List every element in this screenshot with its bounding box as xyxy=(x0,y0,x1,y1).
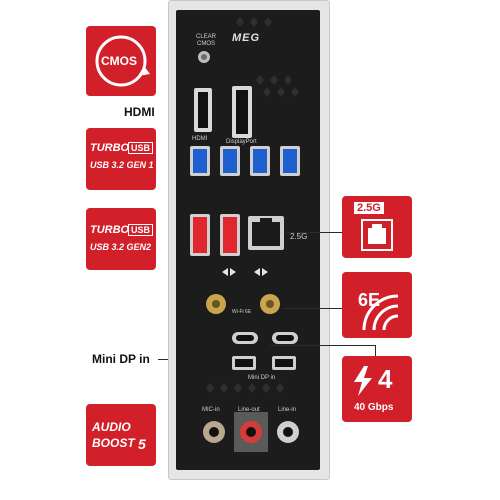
audio-text: AUDIO xyxy=(92,420,131,434)
io-panel: MEG CLEAR CMOS HDMI DisplayPort 2.5G Wi-… xyxy=(176,10,320,470)
usb-gen-text: USB 3.2 GEN 1 xyxy=(90,160,154,170)
usb-text: USB xyxy=(128,142,154,154)
usb-text: USB xyxy=(128,224,154,236)
wifi-badge: 6E xyxy=(342,272,412,338)
clear-cmos-badge: CMOS xyxy=(86,26,156,96)
usb-gen1-badge: TURBO USB USB 3.2 GEN 1 xyxy=(86,128,156,190)
cmos-label: CMOS xyxy=(101,54,137,68)
thunderbolt-badge: 4 40 Gbps xyxy=(342,356,412,422)
usb-gen2-badge: TURBO USB USB 3.2 GEN2 xyxy=(86,208,156,270)
turbo-text: TURBO xyxy=(90,142,130,154)
io-panel-graphics xyxy=(190,17,300,452)
ethernet-port-icon xyxy=(361,219,393,251)
audio-boost-badge: AUDIO BOOST 5 xyxy=(86,404,156,466)
panel-logo: MEG xyxy=(232,32,261,44)
lan-text: 2.5G xyxy=(290,232,308,241)
lan-badge: 2.5G xyxy=(342,196,412,258)
usb-gen-text: USB 3.2 GEN2 xyxy=(90,242,152,252)
callout-line xyxy=(286,232,342,233)
mini-dp-in-label: Mini DP in xyxy=(92,352,150,366)
turbo-text: TURBO xyxy=(90,224,130,236)
line-out-text: Line-out xyxy=(238,407,260,413)
wifi-6e-text: 6E xyxy=(358,290,381,310)
lan-speed-text: 2.5G xyxy=(354,202,384,214)
mic-in-text: MIC-in xyxy=(202,407,220,413)
callout-line xyxy=(270,345,376,346)
mini-dp-text: Mini DP in xyxy=(248,375,276,381)
clear-cmos-text: CLEAR CMOS xyxy=(195,34,216,47)
wifi-icon xyxy=(362,294,399,331)
wifi-text: Wi-Fi 6E xyxy=(232,309,252,315)
line-in-text: Line-in xyxy=(278,407,297,413)
callout-line xyxy=(375,345,376,361)
boost-number: 5 xyxy=(138,436,146,452)
thunderbolt-speed: 40 Gbps xyxy=(354,402,394,413)
hdmi-label: HDMI xyxy=(124,105,155,119)
hdmi-text: HDMI xyxy=(192,136,208,142)
displayport-text: DisplayPort xyxy=(226,139,257,145)
refresh-arrow-icon xyxy=(95,35,150,87)
thunderbolt-icon xyxy=(354,366,372,396)
boost-text: BOOST xyxy=(92,436,135,450)
callout-line xyxy=(282,308,342,309)
thunderbolt-number: 4 xyxy=(378,364,393,394)
